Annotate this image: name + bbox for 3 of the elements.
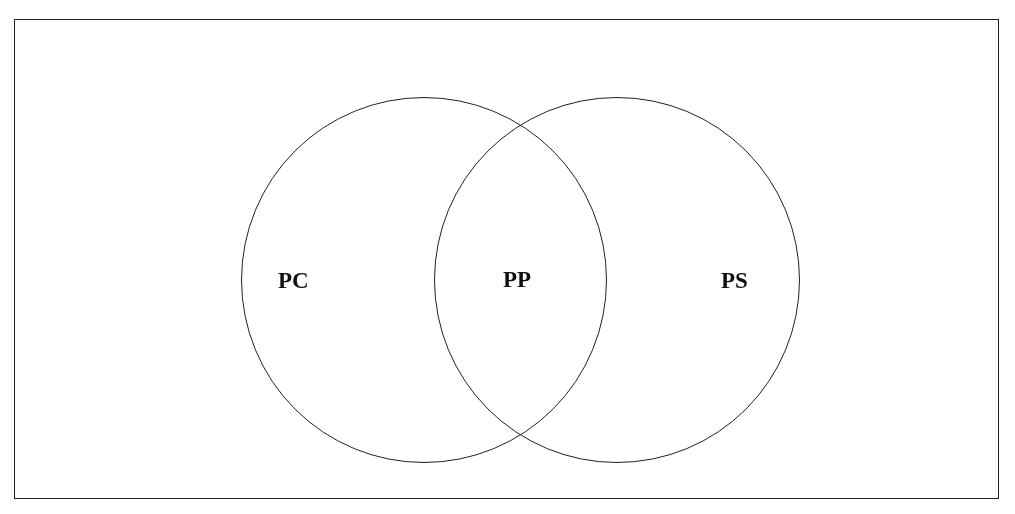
set-label: PC <box>278 269 309 292</box>
set-label: PS <box>721 269 748 292</box>
intersection-label: PP <box>503 268 532 291</box>
